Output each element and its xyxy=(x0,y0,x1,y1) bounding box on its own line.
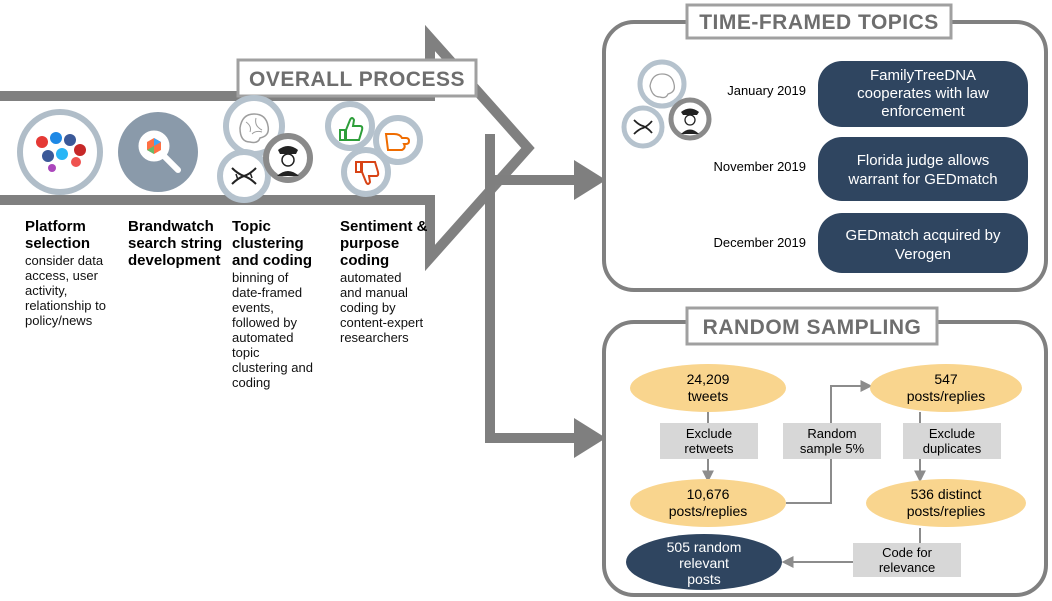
svg-text:sample 5%: sample 5% xyxy=(800,441,865,456)
thumbs-down-icon xyxy=(341,147,391,197)
arrowhead-to-time-framed xyxy=(574,160,606,200)
step-3-heading: Topic clustering and coding xyxy=(232,218,312,269)
overall-process-banner-text: OVERALL PROCESS xyxy=(249,68,465,91)
step-2-heading: Brandwatch search string development xyxy=(128,218,223,269)
random-sampling-banner: RANDOM SAMPLING xyxy=(685,306,939,346)
event-text-line: FamilyTreeDNA xyxy=(870,67,976,84)
svg-text:duplicates: duplicates xyxy=(923,441,982,456)
event-date: January 2019 xyxy=(727,83,806,98)
connector-to-random-sampling xyxy=(485,180,580,443)
oval-10676-posts: 10,676 posts/replies xyxy=(630,479,786,527)
event-pill xyxy=(818,61,1028,127)
step-3-description: binning of date-framed events, followed … xyxy=(232,270,313,390)
svg-text:relevance: relevance xyxy=(879,560,935,575)
event-date: December 2019 xyxy=(714,235,807,250)
social-media-icon xyxy=(17,109,103,195)
event-row-3: December 2019 GEDmatch acquired by Verog… xyxy=(714,213,1028,273)
time-framed-banner-text: TIME-FRAMED TOPICS xyxy=(699,11,939,34)
event-row-1: January 2019 FamilyTreeDNA cooperates wi… xyxy=(727,61,1028,127)
overall-process-banner: OVERALL PROCESS xyxy=(236,58,478,98)
police-officer-icon xyxy=(263,133,313,183)
svg-text:posts/replies: posts/replies xyxy=(907,388,986,404)
svg-text:505 random: 505 random xyxy=(667,539,742,555)
step-1-heading: Platform selection xyxy=(25,218,91,252)
svg-text:10,676: 10,676 xyxy=(687,486,730,502)
event-text-line: Florida judge allows xyxy=(857,152,990,169)
dna-icon xyxy=(621,105,665,149)
thumbs-up-icon xyxy=(325,101,375,151)
step-4-heading: Sentiment & purpose coding xyxy=(340,218,428,269)
event-text-line: Verogen xyxy=(895,246,951,263)
dna-icon xyxy=(217,149,271,203)
event-date: November 2019 xyxy=(714,159,807,174)
box-exclude-duplicates: Exclude duplicates xyxy=(903,423,1001,459)
svg-text:Code for: Code for xyxy=(882,545,933,560)
svg-text:relevant: relevant xyxy=(679,555,729,571)
event-text-line: GEDmatch acquired by xyxy=(845,227,1001,244)
event-text-line: warrant for GEDmatch xyxy=(847,171,997,188)
step-1-description: consider data access, user activity, rel… xyxy=(25,253,106,328)
step-4-description: automated and manual coding by content-e… xyxy=(340,270,424,345)
box-random-sample: Random sample 5% xyxy=(783,423,881,459)
time-framed-banner: TIME-FRAMED TOPICS xyxy=(685,3,953,40)
event-text-line: enforcement xyxy=(881,103,965,120)
thumbs-sideways-icon xyxy=(373,115,423,165)
box-code-relevance: Code for relevance xyxy=(853,543,961,577)
svg-text:posts: posts xyxy=(687,571,720,587)
svg-text:547: 547 xyxy=(934,371,958,387)
event-pill xyxy=(818,137,1028,201)
svg-text:24,209: 24,209 xyxy=(687,371,730,387)
oval-tweets: 24,209 tweets xyxy=(630,364,786,412)
event-pill xyxy=(818,213,1028,273)
brandwatch-magnifier-icon xyxy=(118,112,198,192)
event-text-line: cooperates with law xyxy=(857,85,989,102)
svg-text:retweets: retweets xyxy=(684,441,734,456)
arrowhead-to-random-sampling xyxy=(574,418,606,458)
random-sampling-banner-text: RANDOM SAMPLING xyxy=(703,316,922,339)
svg-text:posts/replies: posts/replies xyxy=(907,503,986,519)
svg-text:posts/replies: posts/replies xyxy=(669,503,748,519)
svg-text:Random: Random xyxy=(807,426,856,441)
box-exclude-retweets: Exclude retweets xyxy=(660,423,758,459)
police-officer-icon xyxy=(668,97,712,141)
oval-547-posts: 547 posts/replies xyxy=(870,364,1022,412)
oval-536-distinct: 536 distinct posts/replies xyxy=(866,479,1026,527)
event-row-2: November 2019 Florida judge allows warra… xyxy=(714,137,1028,201)
svg-text:Exclude: Exclude xyxy=(686,426,732,441)
brain-icon xyxy=(637,59,687,109)
svg-text:536 distinct: 536 distinct xyxy=(911,486,982,502)
svg-text:tweets: tweets xyxy=(688,388,728,404)
oval-505-relevant: 505 random relevant posts xyxy=(626,534,782,590)
svg-text:Exclude: Exclude xyxy=(929,426,975,441)
